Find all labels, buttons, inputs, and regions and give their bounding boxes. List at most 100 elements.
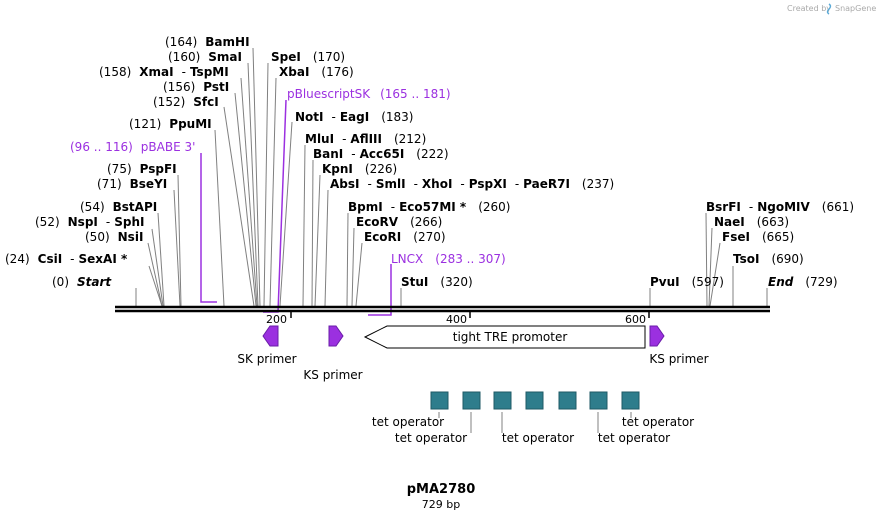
site-labels-right: PvuI(597) BsrFI-NgoMIV(661) NaeI(663) Fs… <box>650 200 854 289</box>
leader-line <box>311 159 314 307</box>
site-label-csii-sexai: (24)CsiI-SexAI * <box>5 252 128 266</box>
tet-operator-box <box>558 391 577 410</box>
site-label-absi-group: AbsI-SmlI-XhoI-PspXI-PaeR7I(237) <box>330 177 614 191</box>
tet-operator-label: tet operator <box>598 431 670 445</box>
site-label-pvui: PvuI(597) <box>650 275 724 289</box>
leader-lines <box>135 47 768 307</box>
ruler-label-600: 600 <box>625 313 646 326</box>
region-label-pbabe: (96 .. 116)pBABE 3' <box>70 140 195 154</box>
site-label-stui: StuI(320) <box>401 275 473 289</box>
site-label-bseyi: (71)BseYI <box>97 177 167 191</box>
region-label-lncx: LNCX(283 .. 307) <box>391 252 506 266</box>
leader-line <box>355 242 363 307</box>
snapgene-logo: SnapGene <box>826 3 876 15</box>
tet-operator-label: tet operator <box>622 415 694 429</box>
site-label-tsoi: TsoI(690) <box>733 252 804 266</box>
tet-operator-box <box>525 391 544 410</box>
site-label-end: End(729) <box>768 275 838 289</box>
primer-features: SK primer KS primer KS primer <box>237 325 709 382</box>
site-label-naei: NaeI(663) <box>714 215 789 229</box>
leader-line <box>177 174 182 307</box>
snapgene-logo-icon <box>826 3 832 15</box>
site-label-start: (0)Start <box>52 275 112 289</box>
site-label-ppumi: (121)PpuMI <box>129 117 212 131</box>
site-label-nsii: (50)NsiI <box>85 230 143 244</box>
tet-operator-box <box>430 391 449 410</box>
ks-primer-label-2: KS primer <box>649 352 708 366</box>
pbabe-region-line <box>200 153 217 303</box>
ruler: 200 400 600 <box>266 311 650 326</box>
site-labels-middle: SpeI(170) XbaI(176) NotI-EagI(183) MluI-… <box>271 50 614 289</box>
tet-operators: tet operator tet operator tet operator t… <box>372 391 694 445</box>
site-label-noti-eagi: NotI-EagI(183) <box>295 110 413 124</box>
leader-line <box>223 106 255 307</box>
ks-primer-arrow-2 <box>649 325 665 347</box>
tre-promoter-arrow <box>363 325 646 349</box>
region-label-pbluescriptsk: pBluescriptSK(165 .. 181) <box>287 87 451 101</box>
site-label-fsei: FseI(665) <box>722 230 794 244</box>
leader-line <box>247 62 259 307</box>
leader-line <box>351 227 355 307</box>
tet-operator-box <box>589 391 608 410</box>
leader-line <box>214 129 225 307</box>
tet-operator-box <box>621 391 640 410</box>
tet-operator-box <box>493 391 512 410</box>
created-by-label: Created by <box>787 4 831 13</box>
leader-line <box>234 92 257 307</box>
site-label-sfci: (152)SfcI <box>153 95 219 109</box>
ruler-label-400: 400 <box>446 313 467 326</box>
leader-line <box>346 212 349 307</box>
dna-backbone <box>115 305 770 313</box>
leader-line <box>157 212 165 307</box>
site-label-nspi-sphi: (52)NspI-SphI <box>35 215 144 229</box>
leader-line <box>263 62 269 307</box>
site-label-bsrfi-ngomiv: BsrFI-NgoMIV(661) <box>706 200 854 214</box>
site-label-xmai-tspmi: (158)XmaI-TspMI <box>99 65 229 79</box>
tet-operator-box <box>462 391 481 410</box>
tet-operator-label: tet operator <box>502 431 574 445</box>
site-label-bani-acc65i: BanI-Acc65I(222) <box>313 147 449 161</box>
site-label-ecorv: EcoRV(266) <box>356 215 442 229</box>
leader-line <box>148 265 163 307</box>
snapgene-brand: SnapGene <box>835 4 876 13</box>
ruler-label-200: 200 <box>266 313 287 326</box>
leader-line <box>708 227 713 307</box>
site-label-bamhi: (164)BamHI <box>165 35 250 49</box>
leader-line <box>151 228 164 307</box>
leader-line <box>240 77 258 307</box>
site-label-kpni: KpnI(226) <box>322 162 397 176</box>
leader-line <box>252 47 261 307</box>
site-labels-left: (164)BamHI (160)SmaI (158)XmaI-TspMI (15… <box>5 35 250 289</box>
site-label-spei: SpeI(170) <box>271 50 345 64</box>
tet-operator-leaders <box>438 412 632 433</box>
ks-primer-arrow-1 <box>328 325 344 347</box>
ks-primer-label-1: KS primer <box>303 368 362 382</box>
sk-primer-arrow <box>262 325 279 347</box>
lncx-region-line <box>368 264 392 316</box>
tre-promoter: tight TRE promoter <box>363 325 646 349</box>
leader-line <box>324 189 329 307</box>
site-label-xbai: XbaI(176) <box>279 65 354 79</box>
leader-line <box>269 77 277 307</box>
site-label-pspfi: (75)PspFI <box>107 162 177 176</box>
site-label-ecori: EcoRI(270) <box>364 230 446 244</box>
site-label-psti: (156)PstI <box>163 80 229 94</box>
leader-line <box>302 144 306 307</box>
leader-line <box>709 242 721 307</box>
site-label-mlui-afliii: MluI-AflIII(212) <box>305 132 426 146</box>
leader-line <box>705 212 708 307</box>
tet-operator-label: tet operator <box>372 415 444 429</box>
sk-primer-label: SK primer <box>237 352 296 366</box>
leader-line <box>314 174 321 307</box>
site-label-bstapi: (54)BstAPI <box>80 200 157 214</box>
plasmid-length: 729 bp <box>422 498 460 511</box>
leader-line <box>173 189 181 307</box>
tre-promoter-label: tight TRE promoter <box>453 330 568 344</box>
site-label-bpmi-eco57mi: BpmI-Eco57MI *(260) <box>348 200 510 214</box>
plasmid-name: pMA2780 <box>407 482 476 497</box>
region-labels: (96 .. 116)pBABE 3' pBluescriptSK(165 ..… <box>70 87 506 266</box>
site-label-smai: (160)SmaI <box>168 50 242 64</box>
leader-line <box>279 121 293 307</box>
tet-operator-label: tet operator <box>395 431 467 445</box>
